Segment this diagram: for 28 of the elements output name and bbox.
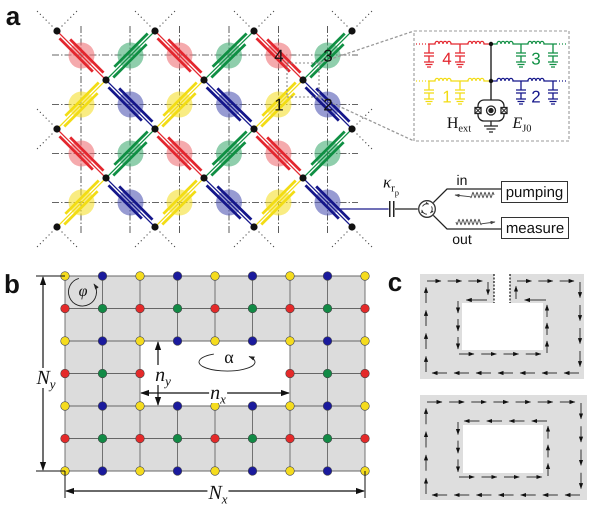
panel-letter: b xyxy=(4,271,20,297)
symbol-label: E$_{J0}$ xyxy=(512,116,532,132)
circuit-number: 2 xyxy=(531,88,541,106)
panel-letter: c xyxy=(388,269,402,295)
edge-label: out xyxy=(451,232,473,246)
circuit-number: 3 xyxy=(531,50,541,68)
symbol-label: H$_{ext}$ xyxy=(446,116,472,132)
circuit-number: 1 xyxy=(442,88,452,106)
dimension-label: N$_{x}$ xyxy=(207,483,229,503)
circulator-symbol xyxy=(418,200,436,218)
device-box: measure xyxy=(501,217,569,239)
connector-line xyxy=(432,188,501,204)
connector-line xyxy=(395,208,418,210)
capacitor-symbol xyxy=(389,201,394,217)
inset-frame xyxy=(413,30,570,142)
device-box: pumping xyxy=(501,181,568,203)
symbol-label: φ xyxy=(78,284,88,300)
panel-letter: a xyxy=(6,3,20,29)
connector-line xyxy=(432,214,501,230)
connector-line xyxy=(340,208,389,210)
site-number: 1 xyxy=(274,96,284,114)
edge-label: in xyxy=(456,173,468,187)
zoom-box xyxy=(286,62,320,98)
resonator-symbol xyxy=(304,180,350,226)
zoom-line xyxy=(318,30,414,64)
zoom-line xyxy=(318,96,414,142)
circuit-number: 4 xyxy=(442,50,452,68)
symbol-label: α xyxy=(224,348,234,366)
